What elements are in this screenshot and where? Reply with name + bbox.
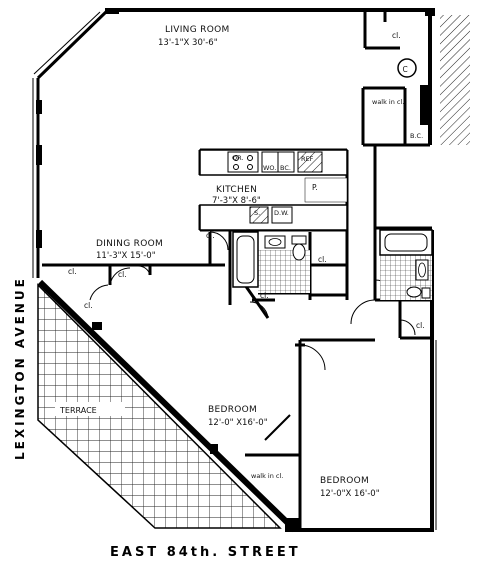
pantry-label: P. (312, 183, 318, 192)
terrace: TERRACE (37, 283, 282, 529)
bathroom-1 (232, 231, 310, 293)
kitchen-dims: 7'-3"X 8'-6" (212, 196, 261, 206)
living-room-name: LIVING ROOM (165, 25, 230, 35)
bath-closet: cl. (318, 255, 327, 264)
oven-label: OR. (232, 154, 243, 162)
hall-closet: cl. (260, 291, 269, 300)
walk-in-closet-top: walk in cl. (372, 98, 404, 106)
dw-label: D.W. (274, 209, 289, 217)
compactor-label: C (403, 65, 408, 74)
street-labels: EAST 84th. STREET LEXINGTON AVENUE (13, 276, 301, 560)
kitchen-corner-closet: cl. (206, 231, 215, 240)
exterior-hatch (440, 15, 470, 145)
dining-closet-3: cl. (84, 301, 93, 310)
bathroom-2 (379, 229, 433, 300)
bc-closet-label: B.C. (410, 132, 423, 140)
lexington-avenue-label: LEXINGTON AVENUE (13, 276, 27, 460)
room-labels: LIVING ROOM 13'-1"X 30'-6" KITCHEN 7'-3"… (96, 25, 380, 499)
kitchen-fixtures (199, 149, 348, 231)
wall-posts (36, 8, 435, 532)
sink-label: S. (254, 209, 260, 217)
bedroom-2-name: BEDROOM (320, 476, 369, 486)
terrace-label: TERRACE (59, 406, 97, 415)
kitchen-fixture-labels: OR. WO. BC. REF P. S. D.W. (232, 154, 318, 217)
walk-in-closet-bedroom: walk in cl. (251, 472, 283, 480)
kitchen-name: KITCHEN (216, 185, 257, 195)
closet-top-right: cl. (392, 31, 401, 40)
wo-label: WO. (263, 164, 276, 172)
living-room-dims: 13'-1"X 30'-6" (158, 38, 218, 48)
bath-2-closet: cl. (416, 321, 425, 330)
dining-room-dims: 11'-3"X 15'-0" (96, 251, 156, 261)
dining-room-name: DINING ROOM (96, 239, 163, 249)
closet-labels: cl. walk in cl. B.C. cl. cl. cl. cl. cl.… (68, 31, 425, 480)
ref-label: REF (301, 155, 314, 163)
bedroom-2-dims: 12'-0"X 16'-0" (320, 489, 380, 499)
bc-kitchen-label: BC. (280, 164, 291, 172)
dining-closet-1: cl. (68, 267, 77, 276)
interior-walls (42, 12, 432, 530)
bedroom-1-name: BEDROOM (208, 405, 257, 415)
compactor-symbol: C (397, 58, 417, 78)
east-84th-street-label: EAST 84th. STREET (110, 545, 301, 560)
dining-closet-2: cl. (118, 270, 127, 279)
bedroom-1-dims: 12'-0" X16'-0" (208, 418, 268, 428)
